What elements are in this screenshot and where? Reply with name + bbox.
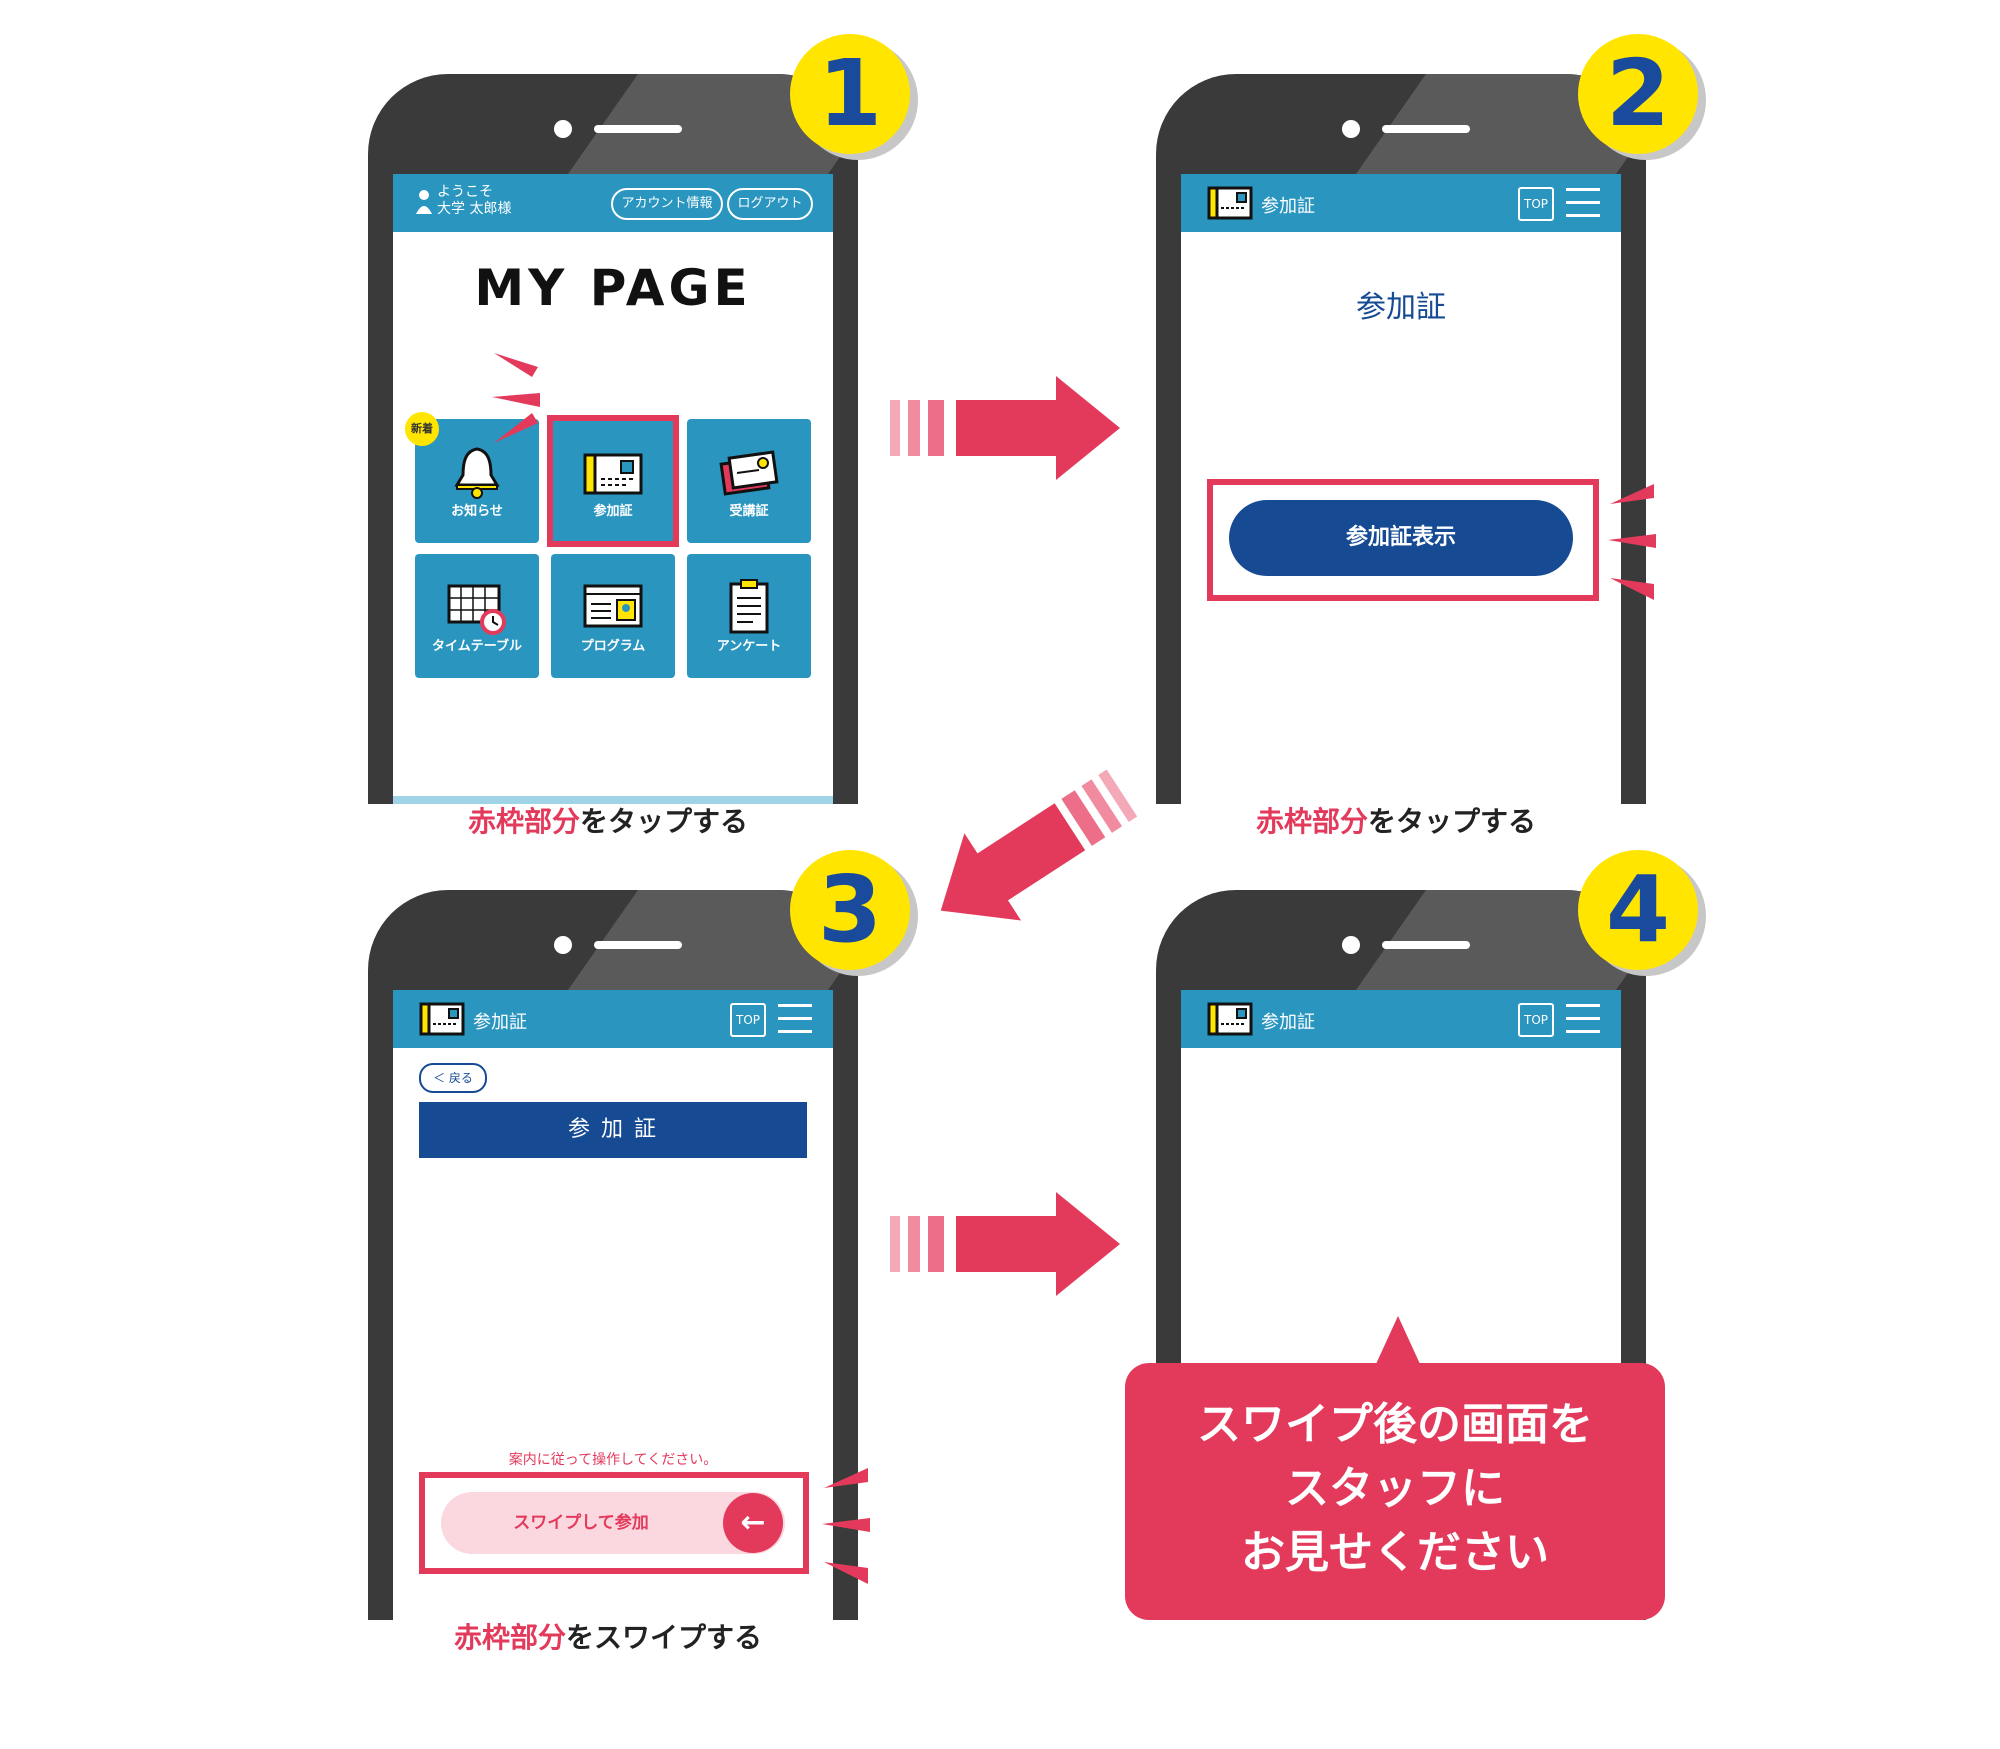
tile-attendance-certificate[interactable]: 受講証 <box>687 419 811 543</box>
top-bar: ようこそ 大学 太郎様 アカウント情報 ログアウト <box>393 174 833 232</box>
step-number-3: 3 <box>790 850 910 970</box>
page-heading: 参加証 <box>1356 290 1446 325</box>
callout-pointer <box>1376 1316 1420 1364</box>
arrow-right-icon <box>890 1192 1120 1296</box>
phone-speaker <box>594 941 682 949</box>
screen-swipe: 参加証 TOP ＜ 戻る 参 加 証 案内に従って操作してください。 スワイプし… <box>393 990 833 1620</box>
tap-accent-icon <box>492 353 540 443</box>
highlight-frame <box>1207 479 1599 601</box>
user-name: 大学 太郎様 <box>437 201 512 217</box>
instruction-text: 案内に従って操作してください。 <box>508 1452 718 1468</box>
id-card-icon <box>1207 186 1253 220</box>
tile-label: 参加証 <box>593 504 633 519</box>
top-button[interactable]: TOP <box>1518 187 1554 221</box>
program-icon <box>583 584 643 628</box>
phone-speaker <box>594 125 682 133</box>
highlight-frame <box>547 415 679 547</box>
caption-highlight: 赤枠部分 <box>1256 805 1369 838</box>
logout-button[interactable]: ログアウト <box>727 188 813 220</box>
top-button[interactable]: TOP <box>1518 1003 1554 1037</box>
swipe-label: スワイプして参加 <box>513 1513 649 1533</box>
top-button[interactable]: TOP <box>730 1003 766 1037</box>
phone-camera <box>554 936 572 954</box>
tile-participation-card[interactable]: 参加証 <box>551 419 675 543</box>
app-bar-title: 参加証 <box>1261 196 1315 217</box>
new-badge: 新着 <box>405 412 439 446</box>
certificate-icon <box>719 450 779 496</box>
tile-label: タイムテーブル <box>432 639 522 654</box>
welcome-line: ようこそ <box>437 184 493 200</box>
phone-camera <box>1342 936 1360 954</box>
tile-label: アンケート <box>716 639 782 654</box>
step-number-1: 1 <box>790 34 910 154</box>
caption-highlight: 赤枠部分 <box>454 1621 567 1654</box>
phone-step-2: 参加証 TOP 参加証 参加証表示 <box>1156 74 1646 804</box>
phone-step-3: 参加証 TOP ＜ 戻る 参 加 証 案内に従って操作してください。 スワイプし… <box>368 890 858 1620</box>
menu-icon[interactable] <box>1566 188 1600 227</box>
phone-speaker <box>1382 125 1470 133</box>
swipe-accent-icon <box>822 1468 870 1584</box>
app-bar-title: 参加証 <box>1261 1012 1315 1033</box>
app-bar-title: 参加証 <box>473 1012 527 1033</box>
clipboard-icon <box>729 579 769 634</box>
menu-icon[interactable] <box>778 1004 812 1043</box>
screen-mypage: ようこそ 大学 太郎様 アカウント情報 ログアウト MY PAGE お知らせ 新… <box>393 174 833 804</box>
phone-camera <box>1342 120 1360 138</box>
swipe-handle[interactable]: ← <box>723 1493 783 1553</box>
tile-survey[interactable]: アンケート <box>687 554 811 678</box>
arrow-down-left-icon <box>940 769 1138 921</box>
back-button[interactable]: ＜ 戻る <box>419 1063 487 1093</box>
account-info-button[interactable]: アカウント情報 <box>611 188 723 220</box>
phone-speaker <box>1382 941 1470 949</box>
tile-label: お知らせ <box>451 504 503 519</box>
step-1-caption: 赤枠部分をタップする <box>468 800 748 840</box>
callout-line: スワイプ後の画面を <box>1197 1399 1593 1450</box>
arrow-right-icon <box>890 376 1120 480</box>
id-card-icon <box>1207 1002 1253 1036</box>
tap-accent-icon <box>1608 484 1656 600</box>
step-2-caption: 赤枠部分をタップする <box>1256 800 1536 840</box>
app-bar: 参加証 TOP <box>1181 174 1621 232</box>
bell-icon <box>454 447 500 499</box>
user-icon <box>416 190 432 214</box>
tile-timetable[interactable]: タイムテーブル <box>415 554 539 678</box>
timetable-icon <box>447 584 506 635</box>
page-title: MY PAGE <box>474 259 752 317</box>
tile-label: 受講証 <box>729 504 769 519</box>
step-number-2: 2 <box>1578 34 1698 154</box>
step-number-4: 4 <box>1578 850 1698 970</box>
show-card-button[interactable]: 参加証表示 <box>1229 500 1573 576</box>
screen-participation-card: 参加証 TOP 参加証 参加証表示 <box>1181 174 1621 804</box>
id-card-icon <box>583 453 643 495</box>
app-bar: 参加証 TOP <box>1181 990 1621 1048</box>
menu-icon[interactable] <box>1566 1004 1600 1043</box>
caption-text: をタップする <box>580 805 749 838</box>
arrow-left-icon: ← <box>740 1505 766 1540</box>
swipe-slider[interactable]: スワイプして参加 ← <box>441 1492 785 1554</box>
callout-line: スタッフに <box>1285 1463 1505 1514</box>
tile-program[interactable]: プログラム <box>551 554 675 678</box>
highlight-frame <box>419 1472 809 1574</box>
tile-notice[interactable]: お知らせ <box>415 419 539 543</box>
step-3-caption: 赤枠部分をスワイプする <box>454 1616 762 1656</box>
caption-text: をスワイプする <box>566 1621 763 1654</box>
callout-line: お見せください <box>1241 1527 1549 1578</box>
screen-bottom-strip <box>393 796 833 804</box>
phone-step-1: ようこそ 大学 太郎様 アカウント情報 ログアウト MY PAGE お知らせ 新… <box>368 74 858 804</box>
welcome-text: ようこそ 大学 太郎様 <box>437 184 511 218</box>
phone-camera <box>554 120 572 138</box>
callout-message: スワイプ後の画面を スタッフに お見せください <box>1125 1363 1665 1620</box>
caption-highlight: 赤枠部分 <box>468 805 581 838</box>
app-bar: 参加証 TOP <box>393 990 833 1048</box>
caption-text: をタップする <box>1368 805 1537 838</box>
tile-label: プログラム <box>580 639 646 654</box>
id-card-icon <box>419 1002 465 1036</box>
page-banner: 参 加 証 <box>419 1102 807 1158</box>
